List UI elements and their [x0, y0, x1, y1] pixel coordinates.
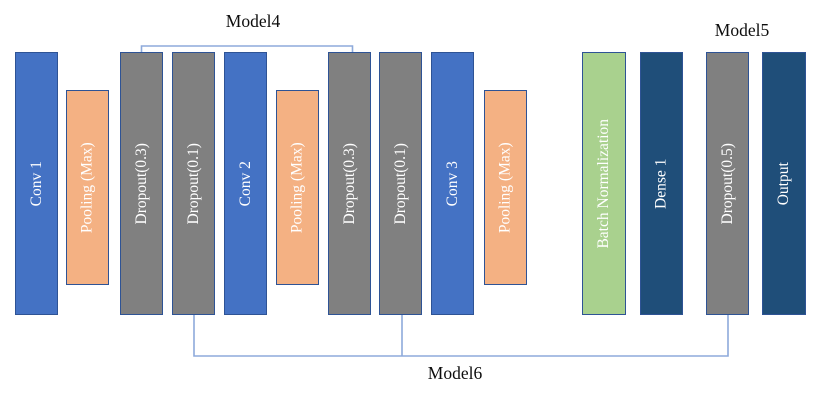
group-label-model6: Model6: [427, 363, 483, 383]
layer-dropout-01-a[interactable]: Dropout(0.1): [172, 52, 215, 315]
layer-dropout-03-b[interactable]: Dropout(0.3): [328, 52, 371, 315]
layer-label: Dropout(0.1): [391, 142, 409, 225]
layer-conv-1[interactable]: Conv 1: [15, 52, 58, 315]
layer-conv-2[interactable]: Conv 2: [224, 52, 267, 315]
layer-label: Batch Normalization: [595, 118, 613, 249]
layer-label: Dropout(0.1): [184, 142, 202, 225]
layer-label: Conv 2: [236, 160, 254, 207]
layer-label: Conv 1: [27, 160, 45, 207]
layer-dropout-01-b[interactable]: Dropout(0.1): [379, 52, 422, 315]
group-label-model5: Model5: [714, 20, 770, 40]
layer-batch-normalization[interactable]: Batch Normalization: [582, 52, 626, 315]
layer-label: Dropout(0.3): [340, 142, 358, 225]
layer-pooling-max-3[interactable]: Pooling (Max): [484, 90, 527, 285]
layer-label: Pooling (Max): [496, 142, 514, 233]
layer-label: Output: [775, 161, 793, 206]
group-label-model4: Model4: [225, 11, 281, 31]
layer-label: Conv 3: [443, 160, 461, 207]
layer-label: Dense 1: [652, 158, 670, 209]
layer-pooling-max-1[interactable]: Pooling (Max): [66, 90, 109, 285]
layer-label: Dropout(0.5): [718, 142, 736, 225]
layer-dense-1[interactable]: Dense 1: [640, 52, 683, 315]
layer-output[interactable]: Output: [762, 52, 806, 315]
layer-conv-3[interactable]: Conv 3: [431, 52, 474, 315]
layer-dropout-05[interactable]: Dropout(0.5): [706, 52, 749, 315]
layer-pooling-max-2[interactable]: Pooling (Max): [276, 90, 319, 285]
layer-label: Dropout(0.3): [132, 142, 150, 225]
bracket-model6: [190, 313, 734, 361]
layer-dropout-03-a[interactable]: Dropout(0.3): [120, 52, 163, 315]
layer-label: Pooling (Max): [288, 142, 306, 233]
layer-label: Pooling (Max): [78, 142, 96, 233]
